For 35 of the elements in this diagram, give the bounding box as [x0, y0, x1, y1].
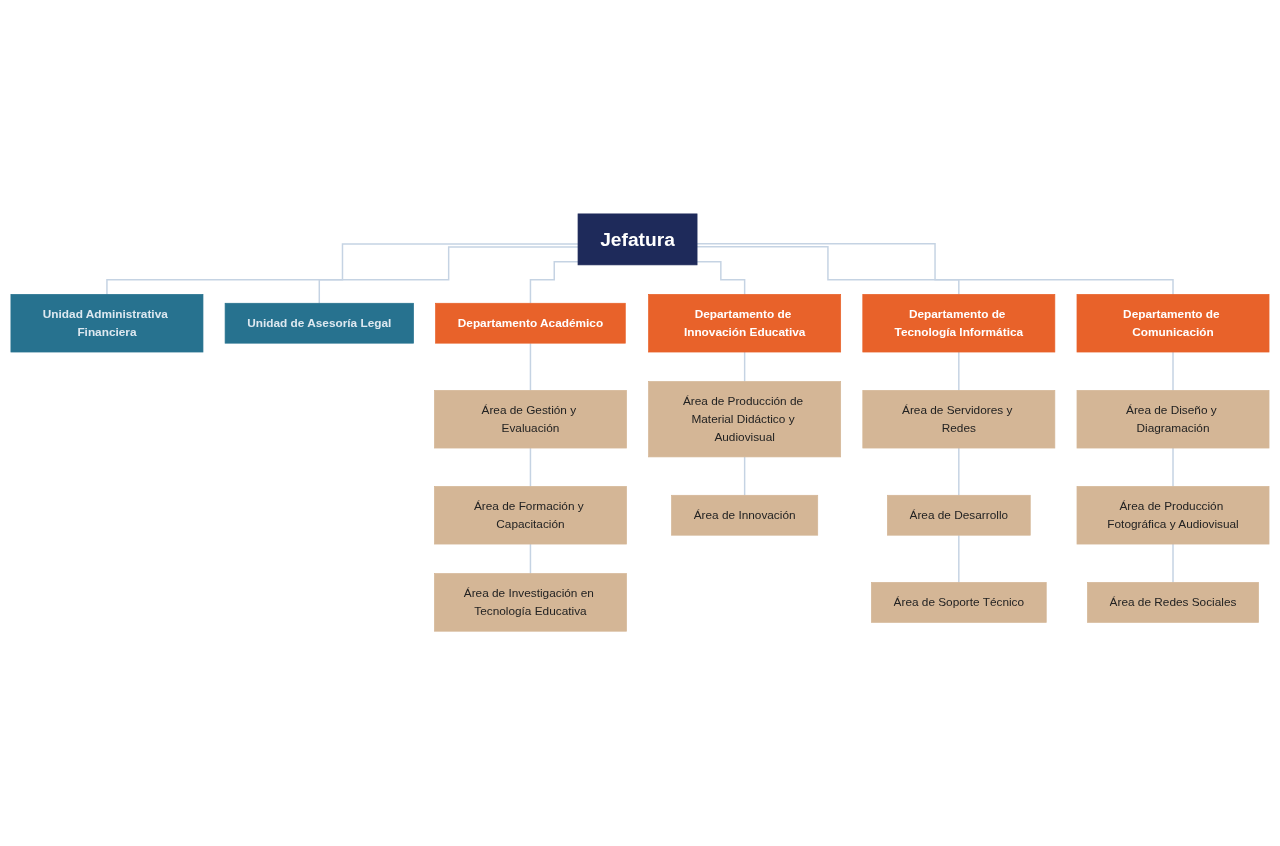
node-box: Área de Producción Fotográfica y Audiovisual [1076, 486, 1270, 545]
connector [1172, 447, 1174, 488]
node-box: Unidad de Asesoría Legal [224, 303, 414, 344]
connector [1172, 543, 1174, 584]
connector [958, 534, 960, 584]
connector [318, 246, 579, 305]
node-box: Área de Redes Sociales [1087, 582, 1259, 624]
connector [696, 246, 960, 296]
connector [106, 243, 579, 296]
connector [1172, 351, 1174, 392]
node-box: Área de Desarrollo [887, 495, 1031, 536]
connector [696, 261, 746, 296]
node-box: Área de Formación y Capacitación [434, 486, 627, 545]
node-box: Departamento de Tecnología Informática [862, 294, 1056, 353]
connector [529, 342, 532, 392]
node-box: Área de Gestión y Evaluación [434, 390, 627, 449]
connector [743, 456, 746, 497]
node-box: Área de Servidores y Redes [862, 390, 1056, 449]
node-box: Unidad Administrativa Financiera [10, 294, 204, 353]
connector [529, 261, 579, 305]
node-box: Departamento Académico [435, 303, 626, 344]
node-box: Departamento de Innovación Educativa [648, 294, 842, 353]
node-box: Área de Producción de Material Didáctico y Audiovisual [648, 381, 842, 458]
node-box: Área de Investigación en Tecnología Educativa [434, 573, 627, 632]
node-box: Área de Diseño y Diagramación [1076, 390, 1270, 449]
connector [529, 543, 532, 575]
node-box: Área de Innovación [671, 495, 819, 536]
node-box: Área de Soporte Técnico [871, 582, 1047, 624]
node-box: Departamento de Comunicación [1076, 294, 1270, 353]
connector [529, 447, 532, 488]
node-box: Jefatura [577, 214, 698, 266]
connector [696, 243, 1174, 296]
connector [958, 351, 960, 392]
connector [958, 447, 960, 497]
connector [743, 351, 746, 383]
